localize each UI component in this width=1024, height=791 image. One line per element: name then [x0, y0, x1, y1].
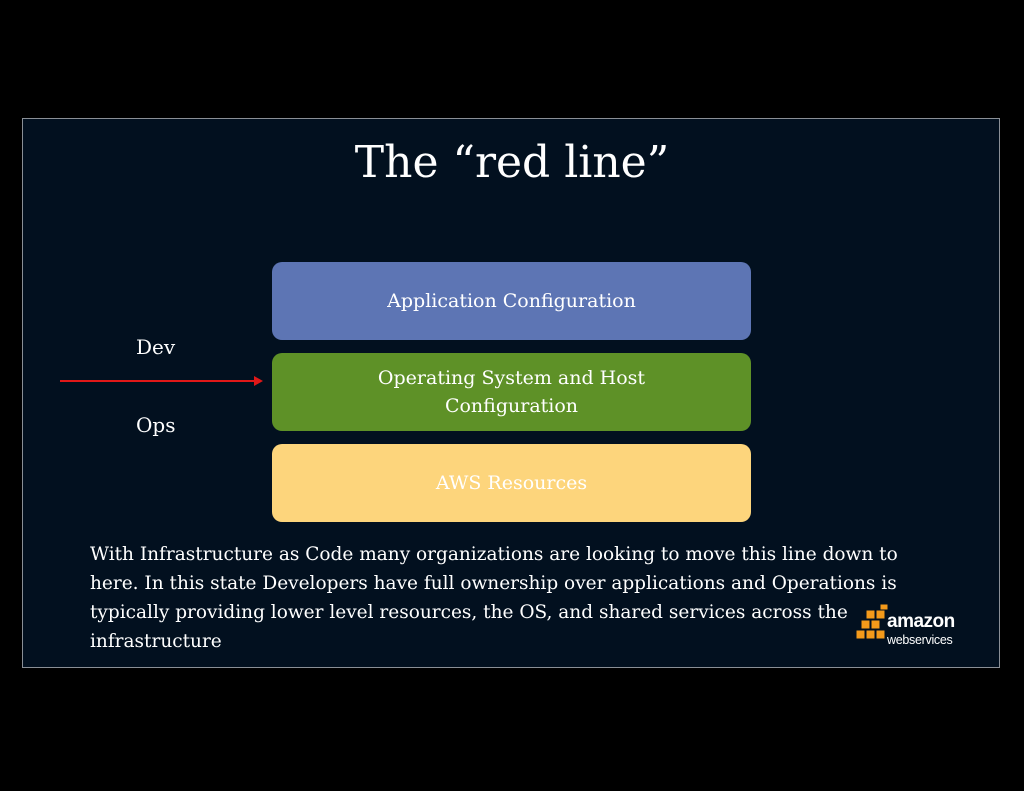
- logo-tagline-text: webservices: [887, 633, 953, 647]
- logo-brand-text: amazon: [887, 611, 955, 632]
- application-configuration-label: Application Configuration: [387, 290, 636, 312]
- application-configuration-layer: Application Configuration: [272, 262, 751, 340]
- operating-system-label: Operating System and Host Configuration: [377, 367, 646, 417]
- aws-resources-label: AWS Resources: [435, 472, 588, 494]
- ops-label: Ops: [136, 413, 176, 437]
- red-line-arrow-icon: [60, 376, 263, 386]
- operating-system-layer: Operating System and Host Configuration: [272, 353, 751, 431]
- dev-label: Dev: [136, 335, 176, 359]
- slide-title: The “red line”: [354, 137, 670, 188]
- aws-logo: amazon webservices: [854, 604, 972, 650]
- body-paragraph: With Infrastructure as Code many organiz…: [90, 544, 898, 652]
- aws-resources-layer: AWS Resources: [272, 444, 751, 522]
- aws-cubes-icon: [855, 604, 889, 640]
